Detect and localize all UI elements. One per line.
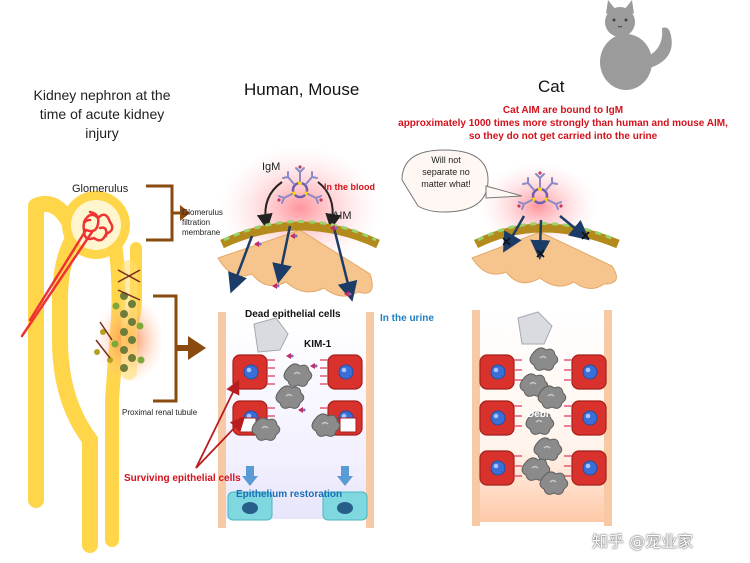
dead-cells-label: Dead epithelial cells [245,309,341,320]
watermark: 知乎 @宠业家 [592,532,694,551]
cat-icon [600,0,672,90]
cat-headline-line-2: approximately 1000 times more strongly t… [398,118,728,129]
aim-label: AIM [332,210,352,222]
cat-panel [401,0,672,526]
human-mouse-panel [195,146,382,528]
speech-bubble-text: Will not separate no matter what! [421,155,471,189]
debris-label: Debris [527,409,559,420]
glomerulus-label: Glomerulus [72,183,129,195]
cat-title: Cat [538,77,565,96]
in-blood-label: In the blood [324,182,375,192]
cat-headline-line-3: so they do not get carried into the urin… [468,131,658,142]
cat-headline: Cat AIM are bound to IgM approximately 1… [382,104,744,143]
human-mouse-title: Human, Mouse [244,80,360,99]
nephron-illustration [20,184,206,553]
igm-label: IgM [262,161,281,173]
in-urine-label: In the urine [380,313,434,324]
surviving-cells-label: Surviving epithelial cells [124,473,241,484]
kim1-label: KIM-1 [304,339,332,350]
filtration-membrane-label: Glomerulus filtration membrane [182,208,223,237]
nephron-title: Kidney nephron at the time of acute kidn… [33,87,171,141]
restoration-label: Epithelium restoration [236,489,343,500]
cat-headline-line-1: Cat AIM are bound to IgM [502,105,624,116]
proximal-tubule-label: Proximal renal tubule [122,408,198,417]
